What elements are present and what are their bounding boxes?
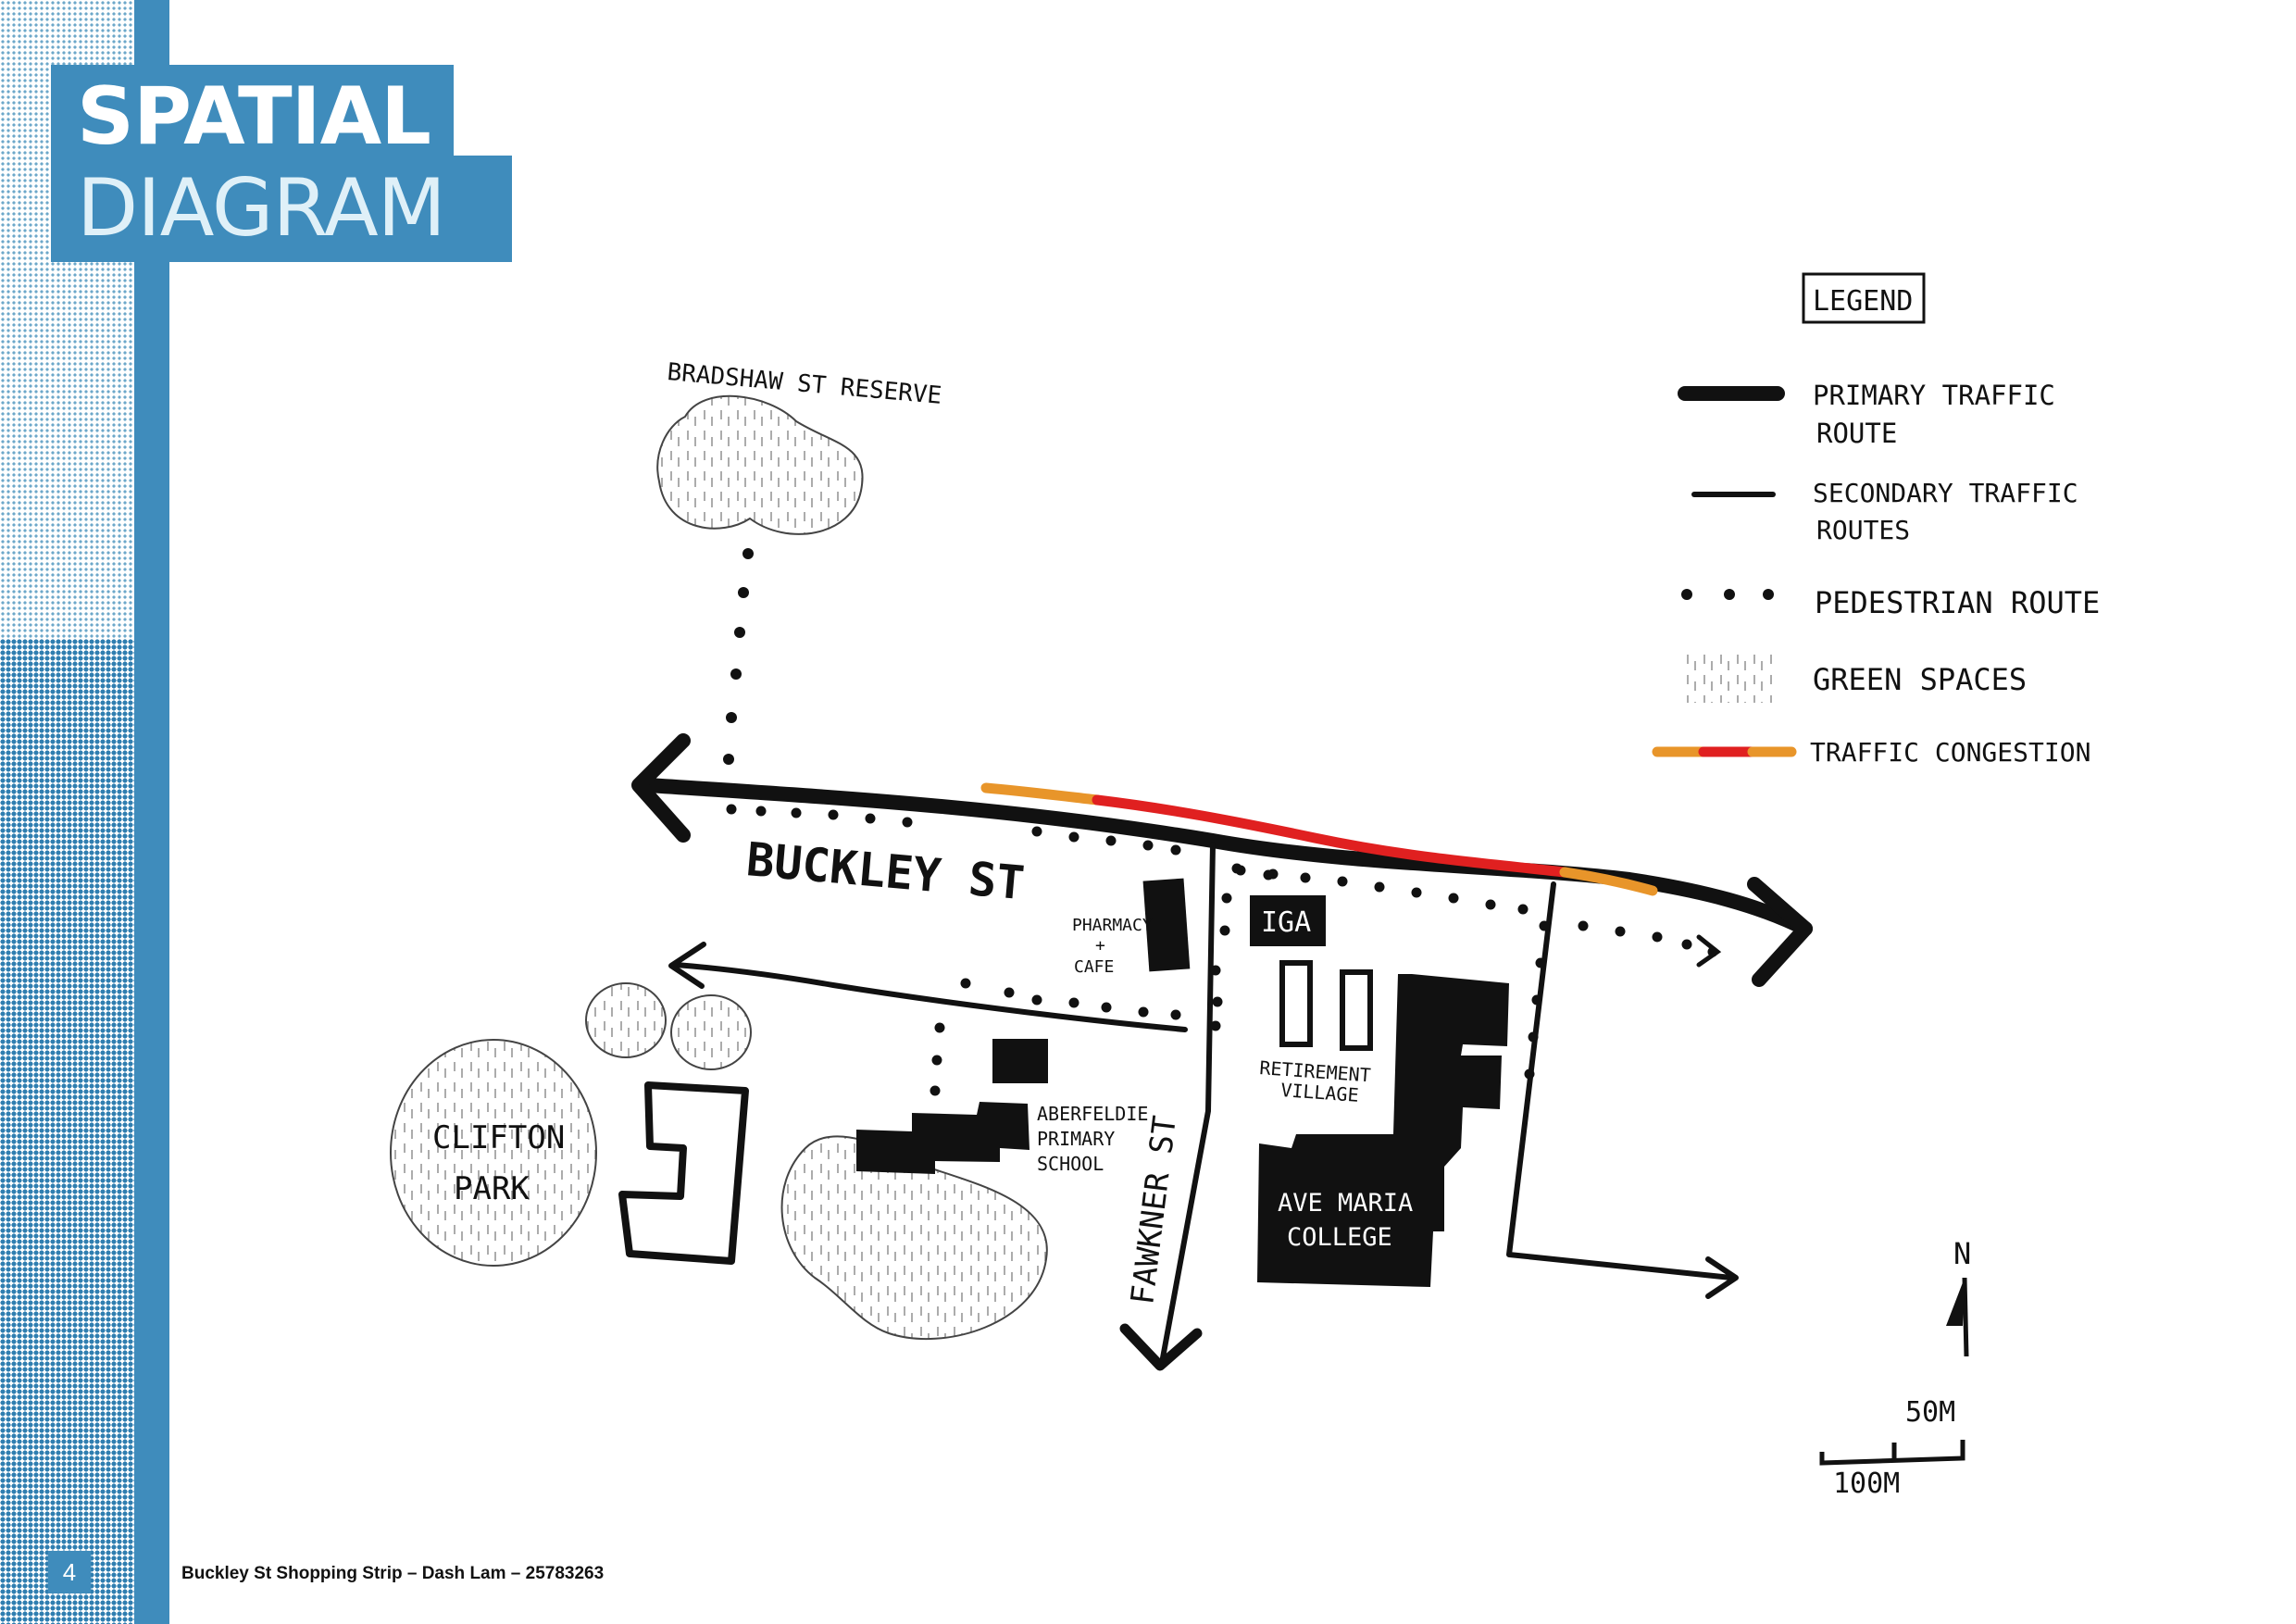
scale-bar (1819, 1440, 1965, 1466)
legend-secondary-label: SECONDARY TRAFFIC (1813, 478, 2078, 508)
secondary-arrow-east (1705, 1256, 1739, 1299)
legend-secondary-label-2: ROUTES (1816, 515, 1910, 545)
label-village: VILLAGE (1280, 1079, 1360, 1106)
label-pharmacy-plus: + (1095, 936, 1105, 956)
legend-green-label: GREEN SPACES (1813, 662, 2027, 697)
bradshaw-reserve (656, 394, 864, 535)
page-title-line1: SPATIAL (77, 70, 431, 163)
fawkner-st (1159, 842, 1216, 1366)
label-cafe: CAFE (1074, 957, 1114, 977)
title-box (51, 156, 512, 262)
clifton-park-building (618, 1081, 749, 1265)
retirement-block-1 (1279, 960, 1313, 1047)
secondary-route-west (673, 962, 1188, 1032)
title-box (51, 65, 454, 157)
legend-pedestrian-label: PEDESTRIAN ROUTE (1815, 585, 2100, 620)
iga-building (1250, 895, 1326, 946)
school-building-1 (992, 1039, 1048, 1083)
buckley-arrow-west (631, 733, 691, 843)
legend-primary-label-2: ROUTE (1816, 418, 1897, 449)
side-stripe (134, 0, 169, 1624)
north-label: N (1953, 1236, 1971, 1271)
green-space-small-1 (585, 982, 667, 1058)
secondary-arrow-west (668, 942, 706, 989)
label-park: PARK (454, 1170, 530, 1207)
north-arrow-icon (1946, 1278, 1965, 1326)
page-title-line2: DIAGRAM (77, 162, 446, 255)
school-building-2 (856, 1102, 1029, 1174)
label-clifton: CLIFTON (432, 1119, 565, 1156)
congestion-orange-west (980, 782, 1103, 806)
retirement-block-2 (1340, 969, 1373, 1051)
legend-title: LEGEND (1813, 285, 1913, 318)
halftone-photo (0, 639, 139, 1624)
buckley-st-primary-route (641, 778, 1813, 936)
buckley-arrow-east (1747, 877, 1813, 987)
pharmacy-building (1142, 878, 1191, 972)
fawkner-arrow-south (1119, 1323, 1203, 1371)
label-pharmacy: PHARMACY (1072, 916, 1153, 935)
scale-50m-label: 50M (1905, 1396, 1955, 1429)
pedestrian-route-blocks (930, 863, 1550, 1096)
label-iga: IGA (1261, 906, 1311, 939)
legend-congestion-label: TRAFFIC CONGESTION (1810, 737, 2090, 768)
legend-pedestrian-swatch (1681, 589, 1774, 600)
label-buckley-st: BUCKLEY ST (744, 832, 1027, 910)
green-space-small-2 (670, 994, 752, 1070)
pedestrian-arrow-east (1696, 934, 1722, 968)
page-number: 4 (48, 1551, 91, 1593)
label-primary: PRIMARY (1037, 1128, 1115, 1150)
clifton-park (390, 1039, 597, 1267)
ave-maria-college-building (1257, 974, 1509, 1287)
label-college: COLLEGE (1287, 1223, 1392, 1252)
congestion-red (1092, 794, 1570, 878)
footer-text: Buckley St Shopping Strip – Dash Lam – 2… (181, 1564, 605, 1583)
label-ave-maria: AVE MARIA (1278, 1189, 1413, 1218)
congestion-orange-east (1559, 867, 1658, 896)
label-school: SCHOOL (1037, 1153, 1104, 1175)
bradshaw-pedestrian-route (723, 548, 754, 765)
legend-primary-label: PRIMARY TRAFFIC (1813, 380, 2055, 411)
legend-green-swatch (1683, 653, 1776, 703)
label-aberfeldie: ABERFELDIE (1037, 1103, 1148, 1125)
north-arrow-line (1962, 1277, 1969, 1357)
secondary-route-east (1506, 881, 1734, 1280)
scale-100m-label: 100M (1833, 1468, 1900, 1500)
legend-title-box (1802, 272, 1926, 324)
